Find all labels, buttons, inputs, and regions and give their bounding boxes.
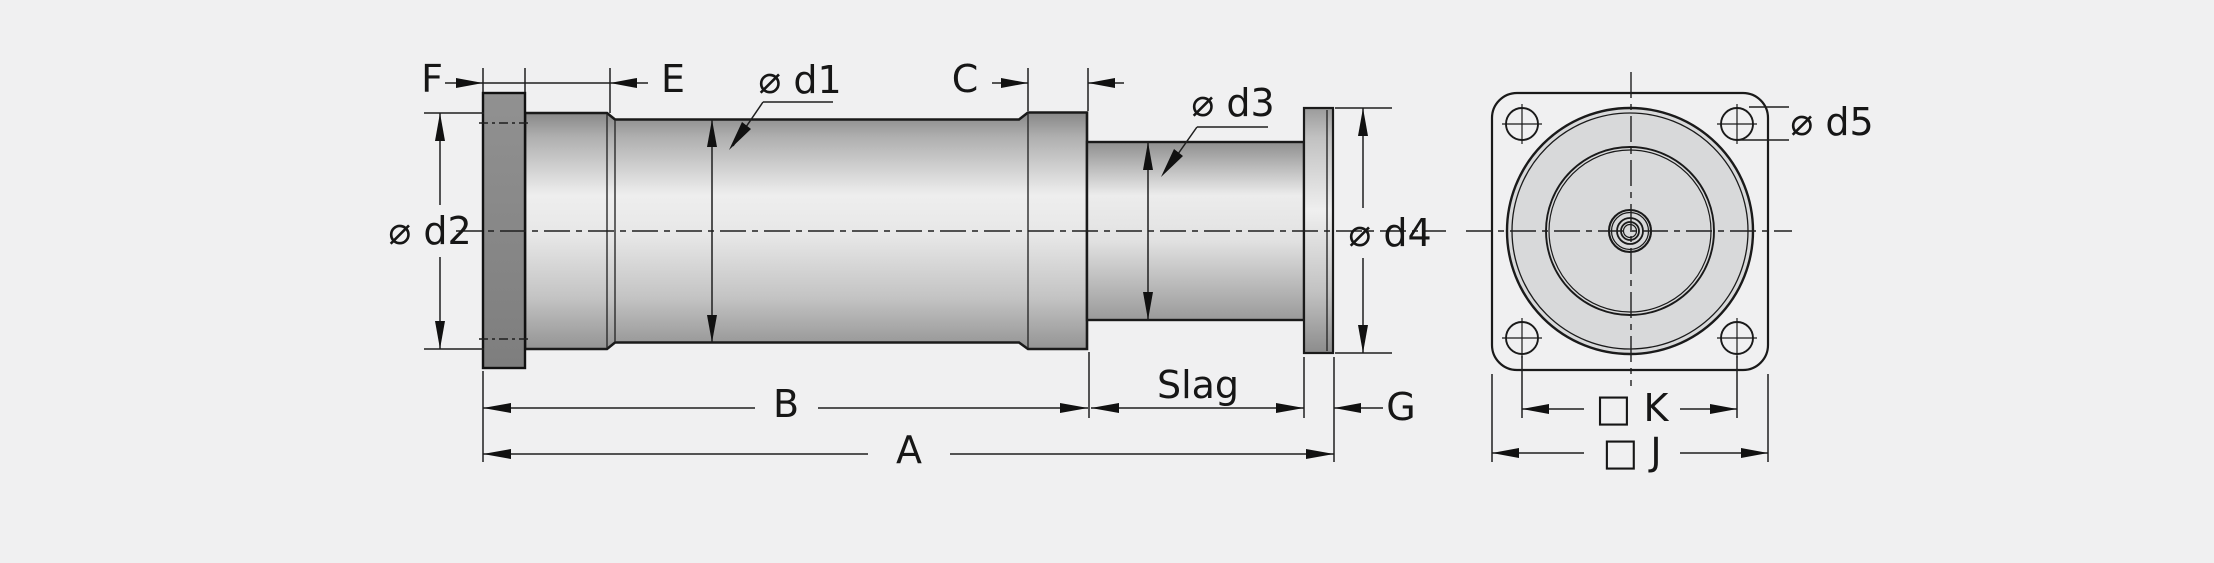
arrowhead-d3-bottom [1143, 292, 1153, 320]
arrowhead-d3-top [1143, 142, 1153, 170]
label-e: E [661, 57, 685, 101]
bolt-holes [1502, 104, 1757, 358]
arrowhead-d4-bottom [1358, 325, 1368, 353]
arrowhead-b-left [483, 403, 511, 413]
dim-top: F E C [421, 57, 1124, 113]
dim-j: □ J [1491, 374, 1769, 474]
dim-bottom: B Slag G A [482, 352, 1416, 472]
arrowhead-k-left [1522, 404, 1549, 414]
cylinder-body [523, 111, 1089, 351]
arrowhead-f [456, 78, 483, 88]
label-d4: ⌀ d4 [1348, 211, 1431, 255]
dim-d3: ⌀ d3 [1143, 81, 1275, 320]
leader-arrowhead-d3 [1161, 149, 1183, 177]
arrowhead-d4-top [1358, 108, 1368, 136]
dim-k: □ K [1521, 356, 1738, 430]
label-b: B [773, 382, 799, 426]
dim-d4: ⌀ d4 [1335, 107, 1432, 354]
label-j: □ J [1602, 430, 1661, 474]
arrowhead-a-left [483, 449, 511, 459]
arrowhead-j-right [1741, 448, 1768, 458]
dim-d2: ⌀ d2 [388, 112, 484, 350]
label-d5: ⌀ d5 [1790, 100, 1873, 144]
arrowhead-d2-top [435, 113, 445, 141]
arrowhead-g [1334, 403, 1361, 413]
arrowhead-b-right [1060, 403, 1088, 413]
arrowhead-slag-right [1276, 403, 1304, 413]
arrowhead-d2-bottom [435, 321, 445, 349]
arrowhead-e [610, 78, 637, 88]
label-c: C [952, 57, 979, 101]
arrowhead-a-right [1306, 449, 1334, 459]
label-slag: Slag [1157, 363, 1239, 407]
arrowhead-c-left [1001, 78, 1028, 88]
side-view: F E C ⌀ d2 ⌀ d1 [388, 57, 1446, 472]
label-d2: ⌀ d2 [388, 209, 471, 253]
label-a: A [896, 428, 922, 472]
arrowhead-d1-top [707, 119, 717, 147]
label-d3: ⌀ d3 [1191, 81, 1274, 125]
arrowhead-j-left [1492, 448, 1519, 458]
front-view: ⌀ d5 □ K □ J [1466, 72, 1874, 474]
label-d1: ⌀ d1 [758, 58, 841, 102]
dim-d5: ⌀ d5 [1738, 100, 1874, 144]
dim-d1: ⌀ d1 [707, 58, 842, 343]
arrowhead-d1-bottom [707, 315, 717, 343]
label-f: F [421, 57, 443, 101]
label-k: □ K [1596, 386, 1670, 430]
arrowhead-c-right [1088, 78, 1115, 88]
arrowhead-k-right [1710, 404, 1737, 414]
arrowhead-slag-left [1091, 403, 1119, 413]
leader-arrowhead-d1 [729, 122, 751, 150]
label-g: G [1386, 385, 1415, 429]
